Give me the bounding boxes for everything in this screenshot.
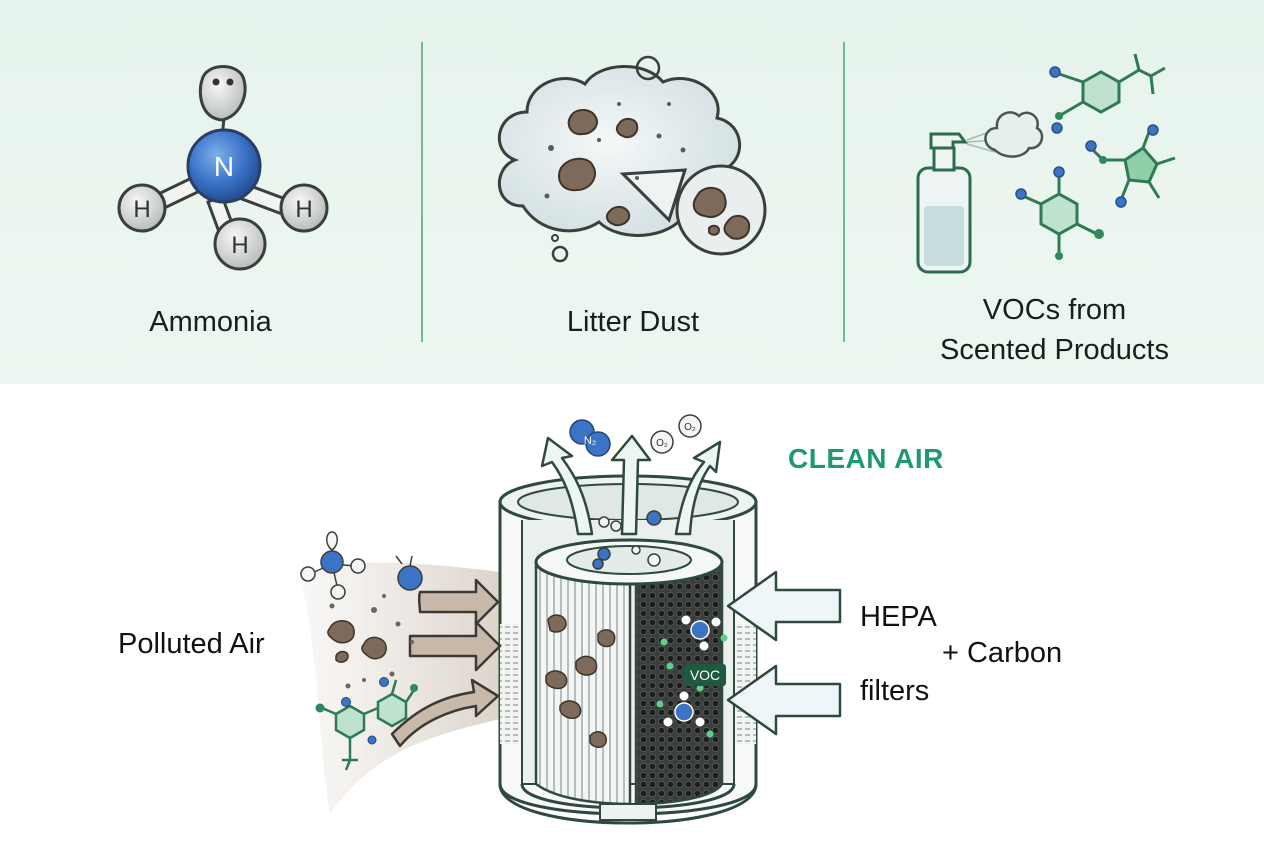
dust-cloud-icon: [497, 55, 767, 263]
panel-divider-2: [843, 42, 845, 342]
o2-label: O₂: [684, 422, 696, 433]
ammonia-molecule-icon: N H H H: [117, 65, 329, 271]
polluted-air-label: Polluted Air: [118, 628, 265, 660]
ammonia-panel: N H H H Ammonia: [0, 0, 421, 384]
hydrogen-label: H: [133, 196, 150, 223]
hydrogen-label: H: [295, 196, 312, 223]
filter-label-filters: filters: [860, 675, 930, 707]
clean-air-label: CLEAN AIR: [788, 443, 944, 474]
voc-label-line1: VOCs from: [982, 294, 1127, 326]
filter-label-hepa: HEPA: [860, 601, 937, 633]
air-purifier-diagram: VOC N₂ O₂ O₂: [0, 384, 1264, 848]
n2-label: N₂: [584, 435, 596, 447]
filter-label-carbon: + Carbon: [942, 637, 1063, 669]
ammonia-label: Ammonia: [149, 306, 272, 338]
voc-tag: VOC: [690, 667, 720, 683]
o2-label: O₂: [656, 438, 668, 449]
air-purifier-illustration: VOC N₂ O₂ O₂: [300, 414, 842, 825]
litter-dust-label: Litter Dust: [566, 306, 700, 338]
hydrogen-label: H: [231, 232, 248, 259]
voc-label: VOCs from Scented Products: [845, 290, 1264, 370]
voc-panel: VOCs from Scented Products: [845, 0, 1264, 384]
nitrogen-label: N: [214, 151, 234, 182]
spray-bottle-voc-icon: [916, 53, 1176, 274]
panel-divider-1: [421, 42, 423, 342]
litter-dust-panel: Litter Dust: [423, 0, 843, 384]
voc-label-line2: Scented Products: [940, 334, 1169, 366]
